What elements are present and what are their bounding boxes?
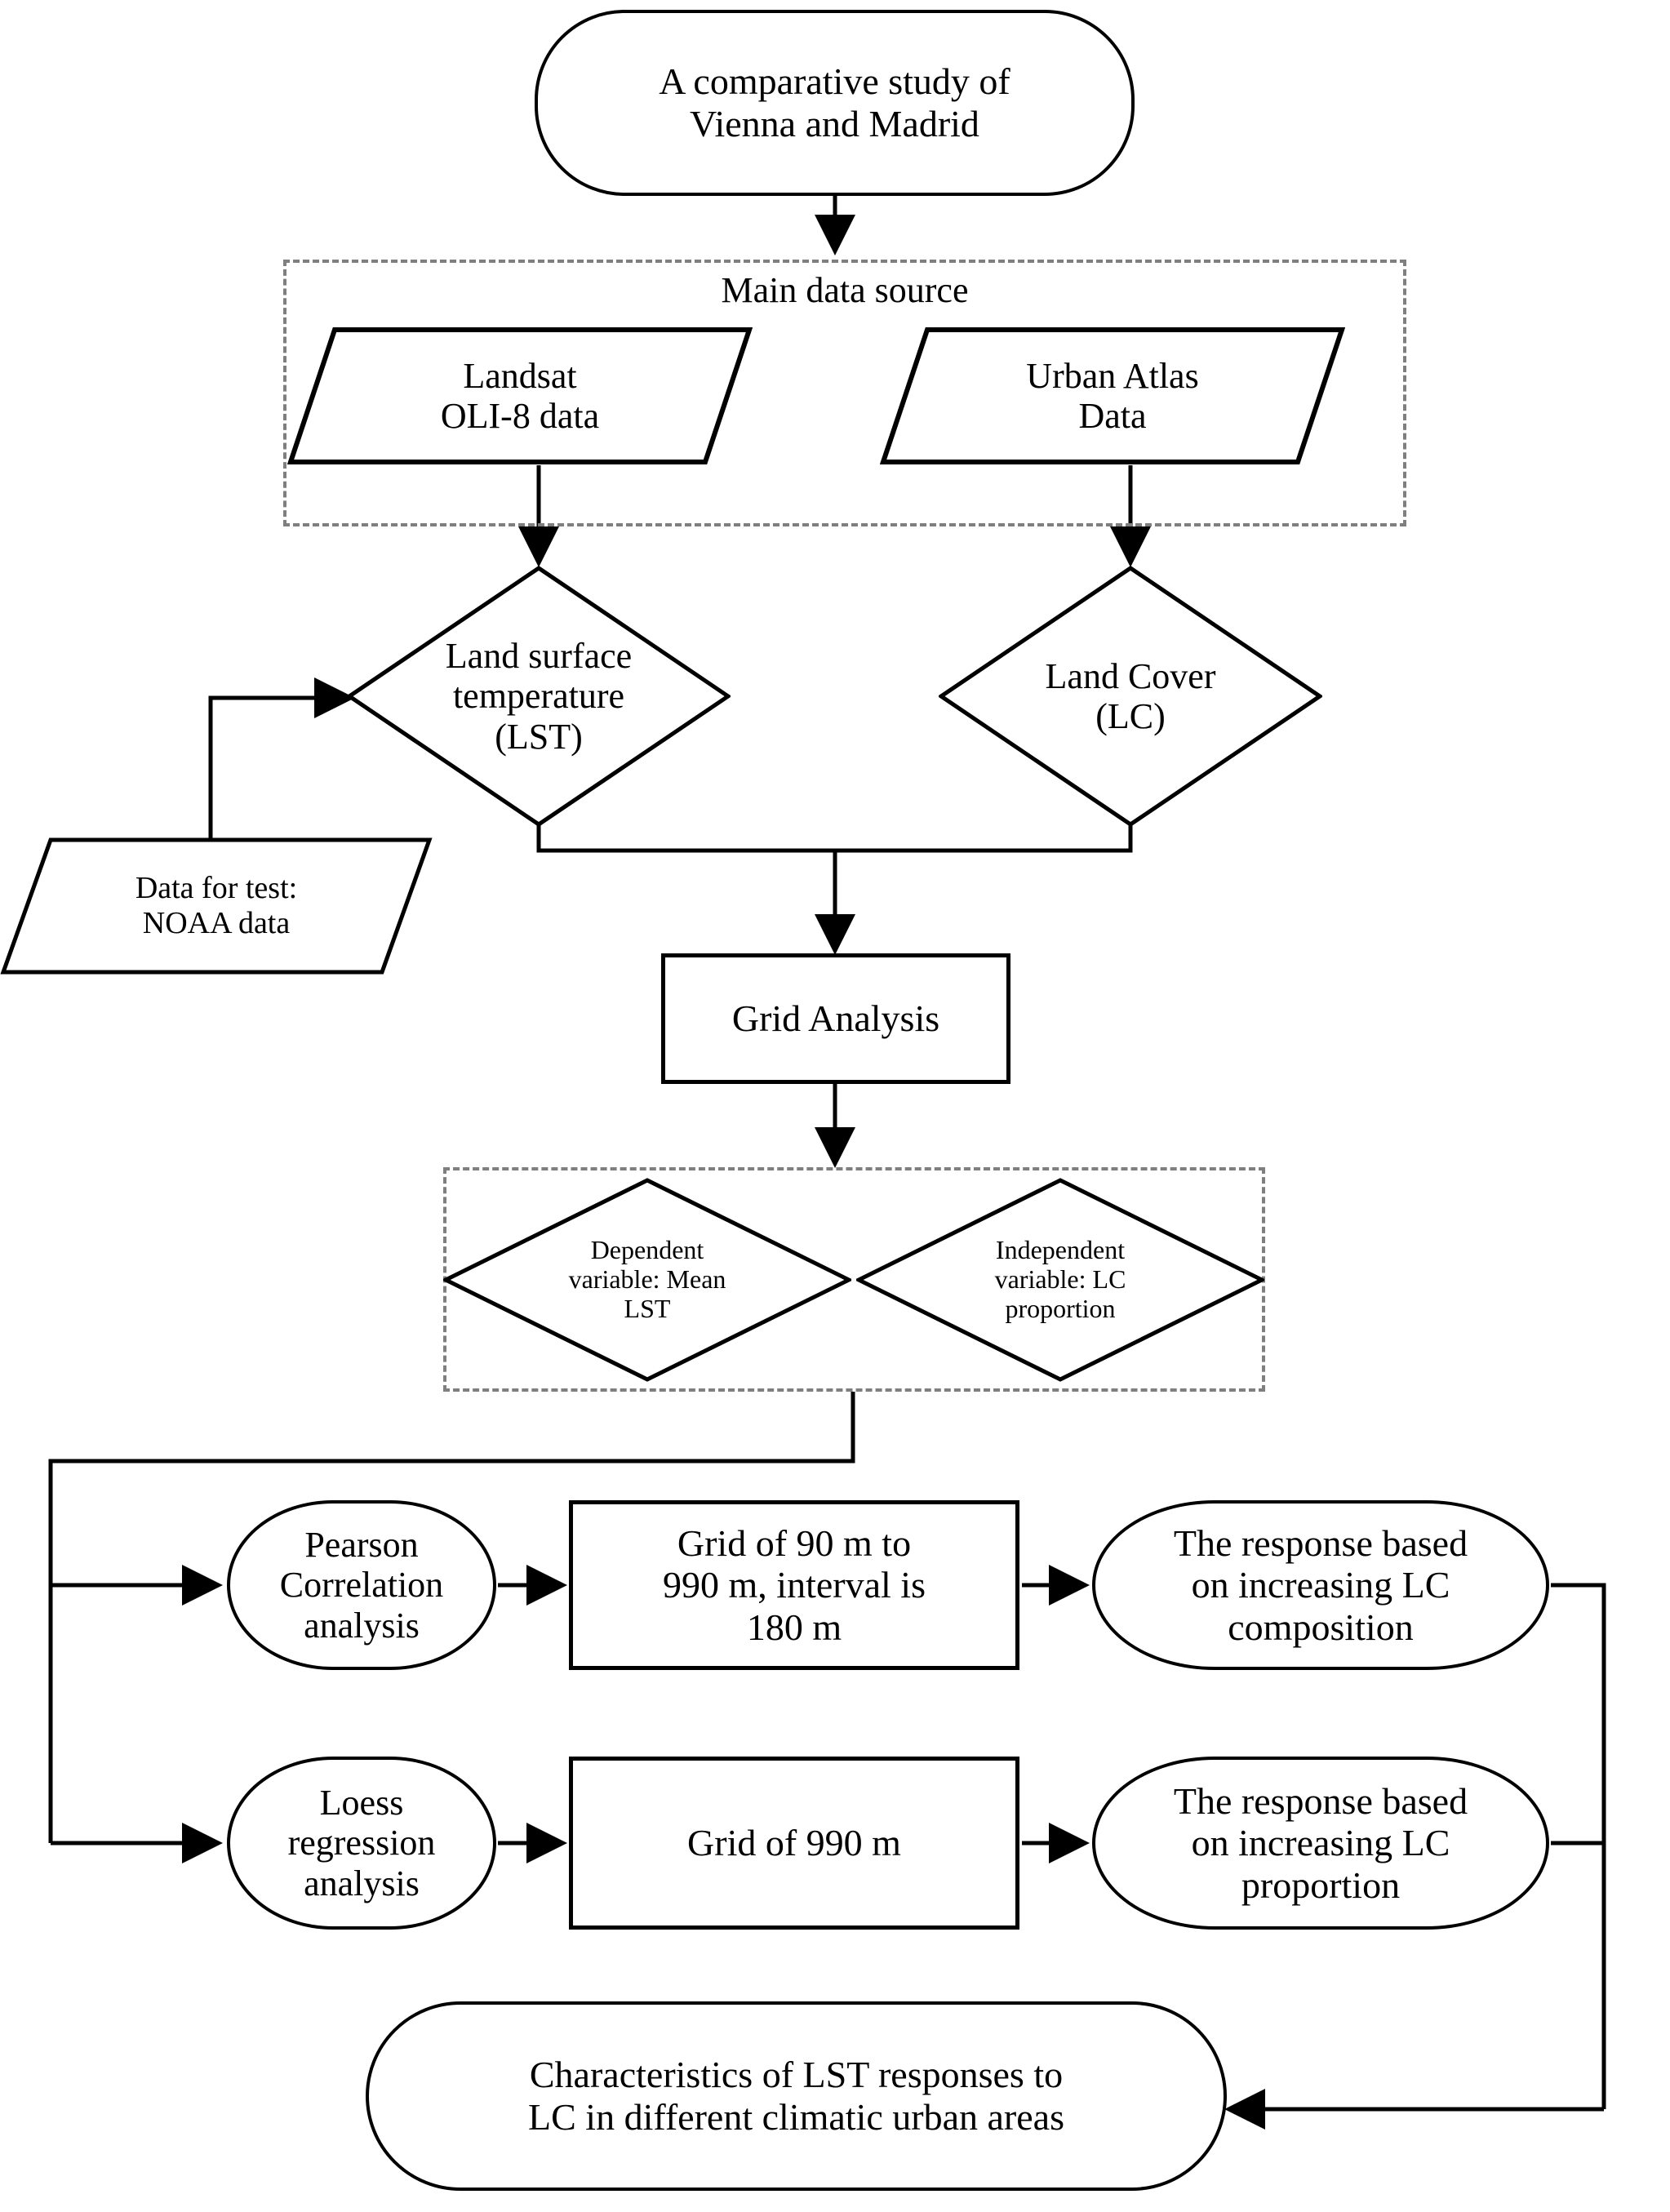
node-conclusion[interactable]: Characteristics of LST responses to LC i… <box>366 2001 1227 2191</box>
node-urban-atlas-data[interactable]: Urban Atlas Data <box>880 326 1345 465</box>
diamond-shape <box>443 1178 851 1382</box>
node-land-surface-temperature[interactable]: Land surface temperature (LST) <box>347 566 731 827</box>
edge-noaa-to-lst <box>208 677 355 838</box>
edge-response1-to-rightrail <box>1551 1583 1606 2109</box>
node-grid-analysis-label: Grid Analysis <box>731 997 940 1040</box>
node-dependent-variable[interactable]: Dependent variable: Mean LST <box>443 1178 851 1382</box>
node-land-surface-temperature-label: Land surface temperature (LST) <box>445 636 633 757</box>
edge-lc-merge <box>835 824 1133 853</box>
node-land-cover-label: Land Cover (LC) <box>1045 655 1216 736</box>
node-grid-990[interactable]: Grid of 990 m <box>569 1757 1019 1930</box>
diamond-shape <box>856 1178 1264 1382</box>
parallelogram-shape <box>287 327 753 464</box>
group-main-data-source-label: Main data source <box>721 270 969 310</box>
node-noaa-test-data[interactable]: Data for test: NOAA data <box>0 837 433 975</box>
diamond-shape <box>347 566 731 827</box>
node-title-label: A comparative study of Vienna and Madrid <box>659 60 1010 144</box>
group-main-data-source <box>283 260 1406 526</box>
node-pearson-correlation-analysis[interactable]: Pearson Correlation analysis <box>227 1500 496 1670</box>
edge-variables-to-rail <box>48 1392 855 1843</box>
node-urban-atlas-data-label: Urban Atlas Data <box>1026 355 1199 436</box>
node-landsat-data[interactable]: Landsat OLI-8 data <box>287 326 753 465</box>
diamond-shape <box>939 566 1322 827</box>
node-pearson-correlation-analysis-label: Pearson Correlation analysis <box>279 1525 444 1646</box>
node-loess-regression-analysis[interactable]: Loess regression analysis <box>227 1757 496 1930</box>
node-conclusion-label: Characteristics of LST responses to LC i… <box>528 2054 1064 2138</box>
node-independent-variable[interactable]: Independent variable: LC proportion <box>856 1178 1264 1382</box>
node-response-proportion-label: The response based on increasing LC prop… <box>1173 1779 1468 1906</box>
node-grid-range-label: Grid of 90 m to 990 m, interval is 180 m <box>663 1521 926 1648</box>
node-title[interactable]: A comparative study of Vienna and Madrid <box>535 10 1135 196</box>
edge-lst-merge <box>536 824 835 853</box>
parallelogram-shape <box>880 327 1345 464</box>
parallelogram-shape <box>0 837 433 975</box>
node-grid-analysis[interactable]: Grid Analysis <box>661 953 1010 1084</box>
node-response-composition-label: The response based on increasing LC comp… <box>1173 1521 1468 1648</box>
node-response-proportion[interactable]: The response based on increasing LC prop… <box>1092 1757 1549 1930</box>
node-loess-regression-analysis-label: Loess regression analysis <box>287 1783 436 1903</box>
node-noaa-test-data-label: Data for test: NOAA data <box>135 871 298 940</box>
node-dependent-variable-label: Dependent variable: Mean LST <box>568 1235 726 1323</box>
node-landsat-data-label: Landsat OLI-8 data <box>440 355 600 436</box>
node-land-cover[interactable]: Land Cover (LC) <box>939 566 1322 827</box>
node-independent-variable-label: Independent variable: LC proportion <box>994 1235 1126 1323</box>
node-response-composition[interactable]: The response based on increasing LC comp… <box>1092 1500 1549 1670</box>
node-grid-range[interactable]: Grid of 90 m to 990 m, interval is 180 m <box>569 1500 1019 1670</box>
node-grid-990-label: Grid of 990 m <box>687 1822 901 1864</box>
